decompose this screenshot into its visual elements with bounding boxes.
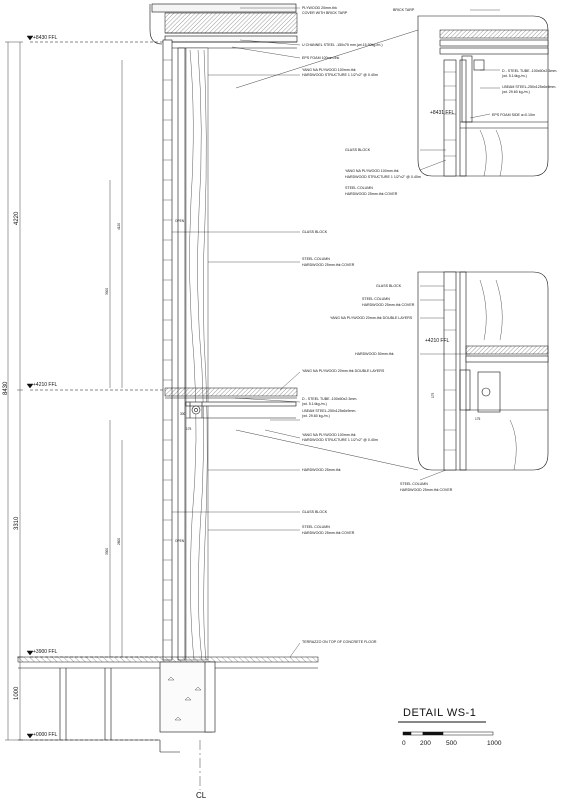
scale-label-200: 200 <box>420 740 431 747</box>
detail-hardwood-struct-b: HARDWOOD STRUCTURE 1 1/2"x2" @ 0.40m <box>345 175 421 179</box>
note-steel-column-b: STEEL COLUMN <box>302 257 330 261</box>
note-glass-block-b: GLASS BLOCK <box>302 230 328 234</box>
detail-glass-block-c: GLASS BLOCK <box>376 284 402 288</box>
dim-middle-inner-2: 3300 <box>105 548 109 555</box>
dim-small-1: 300 <box>180 412 186 416</box>
note-steel-column-d: STEEL COLUMN <box>302 525 330 529</box>
detail-brick-tarp: BRICK TARP <box>393 8 415 12</box>
dim-upper: 4220 <box>14 211 20 225</box>
detail-callout-lower <box>235 271 549 471</box>
detail-callout-upper <box>235 15 549 177</box>
note-hardwood-struct-c: HARDWOOD STRUCTURE 1 1/2"x2" @ 0.40m <box>302 438 378 442</box>
detail-glass-block-a: GLASS BLOCK <box>345 148 371 152</box>
note-hardwood-cover-b: HARDWOOD 25mm.thk COVER <box>302 263 355 267</box>
note-eps-foam: EPS FOAM 100mm.thk <box>302 56 340 60</box>
level-markers <box>26 35 165 741</box>
note-i-beam-b-2: (wt. 29.60 kg./m.) <box>302 414 330 418</box>
open-a: OPEN <box>175 219 185 223</box>
note-yang-ply-c: YANG NA PLYWOOD 100mm.thk <box>302 433 356 437</box>
detail-i-beam-a-2: (wt. 29.60 kg./m.) <box>502 90 530 94</box>
detail-hardwood-cover-e: HARDWOOD 25mm.thk COVER <box>400 488 453 492</box>
detail-hardwood-cover-a: HARDWOOD 25mm.thk COVER <box>345 192 398 196</box>
note-i-beam-b: I-BEAM STEEL-250x125x6x9mm. <box>302 409 356 413</box>
level-3900: +3900 FFL <box>33 649 58 655</box>
detail-d-steel-tube-a: D - STEEL TUBE -100x50x2.3mm. <box>502 69 557 73</box>
scale-label-500: 500 <box>446 740 457 747</box>
detail-i-beam-a: I-BEAM STEEL-250x125x6x9mm. <box>502 85 556 89</box>
dim-overall: 8430 <box>3 381 9 395</box>
detail-yang-double-a: YANG NA PLYWOOD 20mm.thk DOUBLE LAYERS <box>330 316 413 320</box>
note-plywood-top: PLYWOOD 20mm.thk <box>302 6 337 10</box>
detail-eps-side: EPS FOAM SIDE a=0.10m <box>492 113 535 117</box>
wall-section <box>17 3 319 753</box>
note-yang-ply-a: YANG NA PLYWOOD 100mm.thk <box>302 68 356 72</box>
detail-upper-leaders <box>419 9 500 171</box>
detail-level-8431: +8431 FFL <box>430 110 455 116</box>
leader-lines <box>172 7 301 658</box>
note-u-channel: U CHANNEL STEEL -150x75 mm.(wt.15.50kg./… <box>302 43 383 47</box>
scale-bar <box>402 731 494 736</box>
level-0: +0000 FFL <box>33 732 58 738</box>
level-8430: +8430 FFL <box>33 35 58 41</box>
detail-dim-a: 175 <box>431 392 435 398</box>
note-yang-double-b: YANG NA PLYWOOD 20mm.thk DOUBLE LAYERS <box>302 369 385 373</box>
detail-dim-b: 175 <box>475 417 481 421</box>
detail-steel-column-e: STEEL COLUMN <box>400 482 428 486</box>
dim-small-2: 175 <box>186 427 192 431</box>
detail-steel-column-c: STEEL COLUMN <box>362 297 390 301</box>
dim-upper-inner-1: 4120 <box>117 223 121 230</box>
note-hardwood-cover-d: HARDWOOD 25mm.thk COVER <box>302 531 355 535</box>
note-hardwood-struct-a: HARDWOOD STRUCTURE 1 1/2"x2" @ 0.40m <box>302 73 378 77</box>
scale-label-0: 0 <box>402 740 406 747</box>
drawing-title: DETAIL WS-1 <box>403 707 476 719</box>
note-terrazzo: TERRAZZO ON TOP OF CONCRETE FLOOR <box>302 640 377 644</box>
note-d-steel-tube-b: D - STEEL TUBE -100x50x2.3mm. <box>302 397 357 401</box>
dimension-lines <box>5 41 123 741</box>
note-glass-block-d: GLASS BLOCK <box>302 510 328 514</box>
dim-upper-inner-2: 3900 <box>105 288 109 295</box>
note-d-steel-tube-b-2: (wt. 5.14kg./m.) <box>302 402 327 406</box>
detail-level-4210: +4210 FFL <box>425 338 450 344</box>
detail-yang-ply-b: YANG NA PLYWOOD 100mm.thk <box>345 169 399 173</box>
open-b: OPEN <box>175 539 185 543</box>
dim-middle: 3310 <box>14 516 20 530</box>
detail-lower-leaders <box>419 285 470 481</box>
note-plywood-top-2: COVER WITH BRICK TARP <box>302 11 348 15</box>
note-hardwood-25: HARDWOOD 25mm.thk <box>302 468 341 472</box>
detail-hardwood-cover-c: HARDWOOD 25mm.thk COVER <box>362 303 415 307</box>
detail-hardwood-50: HARDWOOD 50mm.thk <box>355 352 394 356</box>
level-4210: +4210 FFL <box>33 382 58 388</box>
detail-d-steel-tube-a-2: (wt. 5.14kg./m.) <box>502 74 527 78</box>
centerline-label: CL <box>196 791 207 800</box>
dim-lower: 1000 <box>14 686 20 700</box>
detail-steel-column-a: STEEL COLUMN <box>345 186 373 190</box>
scale-label-1000: 1000 <box>487 740 502 747</box>
dim-middle-inner-1: 2600 <box>117 538 121 545</box>
